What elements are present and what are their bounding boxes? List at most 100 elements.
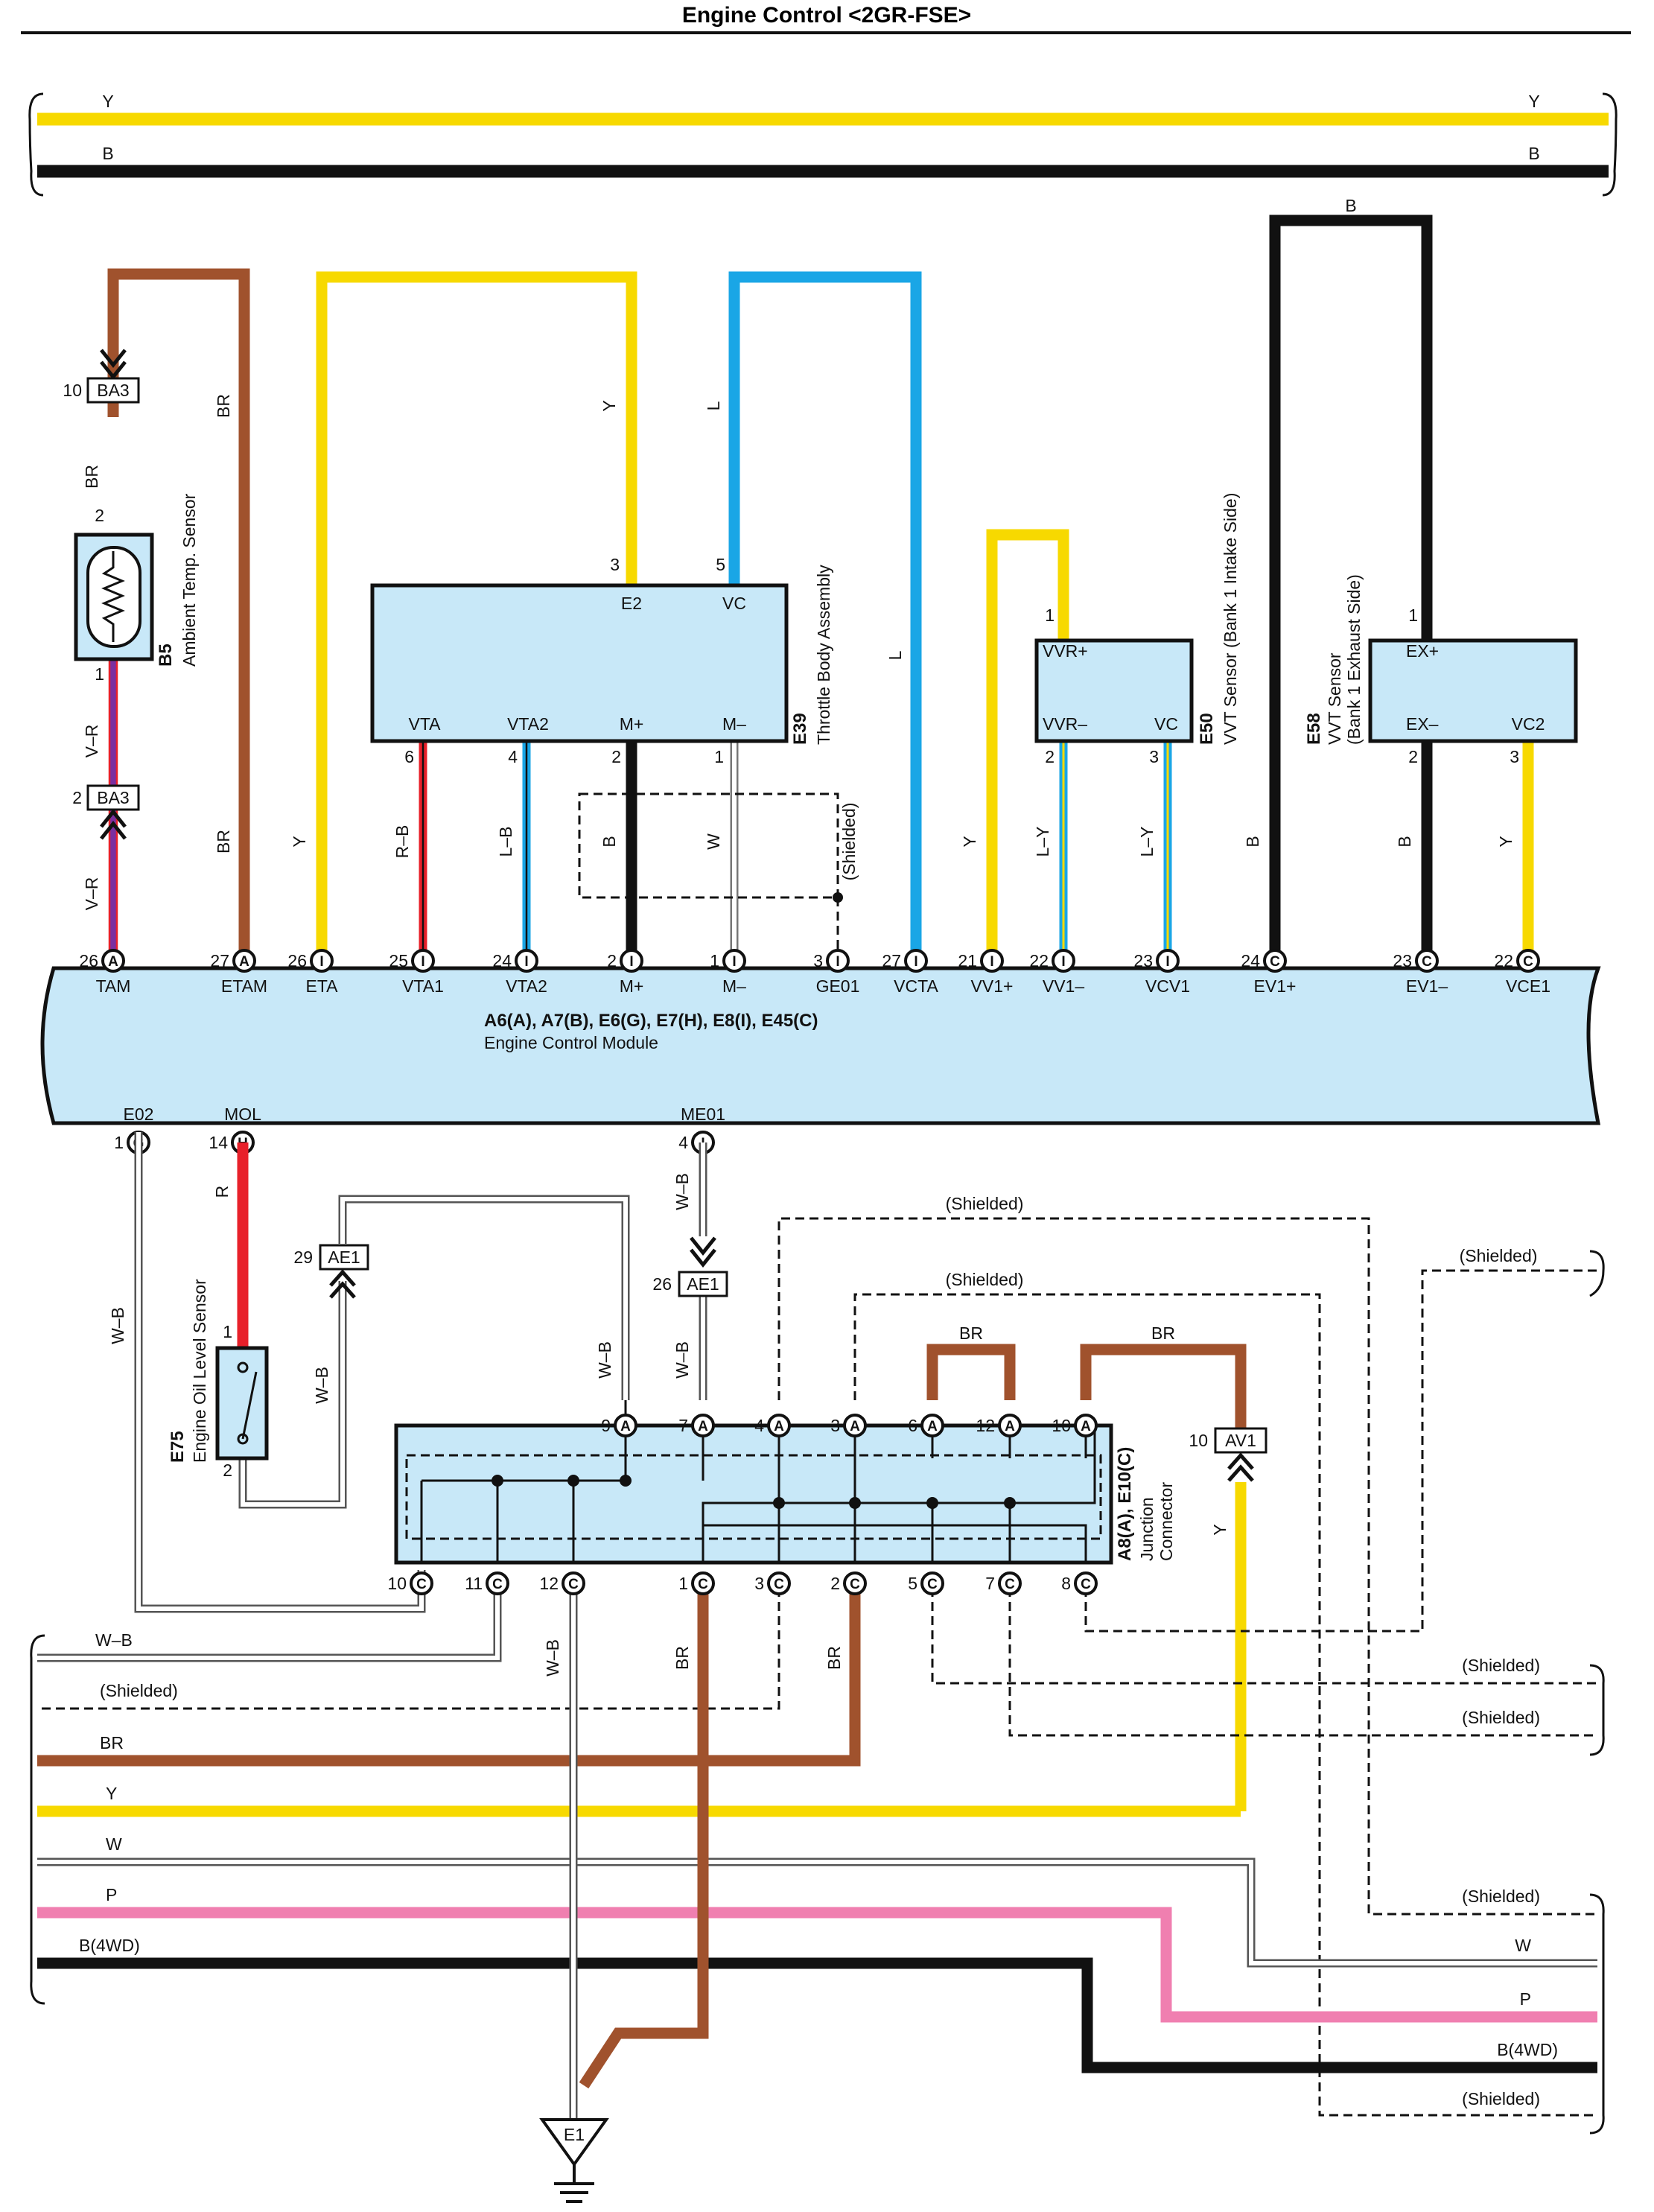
wire-label: B (1243, 836, 1262, 847)
terminal-circle (1074, 1414, 1098, 1437)
svg-text:BA3: BA3 (97, 381, 129, 400)
terminal: A10 (1052, 1414, 1098, 1437)
bus-label: (Shielded) (1462, 2089, 1540, 2108)
lower-wire-labels: R W–B W–B W–B W–B W–B (Shielded) (Shield… (79, 1173, 1558, 2108)
svg-text:EX–: EX– (1406, 714, 1439, 734)
terminal-circle (486, 1571, 509, 1595)
terminal-letter: A (239, 954, 249, 970)
svg-text:2: 2 (1408, 747, 1418, 766)
svg-text:3: 3 (610, 555, 620, 574)
wire-label: BR (672, 1646, 692, 1670)
wire-label: B (1528, 144, 1539, 163)
connector-ae1-26: AE1 26 (652, 1236, 728, 1297)
wire-label: L–Y (1137, 827, 1157, 857)
terminal-number: 7 (985, 1574, 995, 1593)
svg-text:AE1: AE1 (328, 1248, 360, 1267)
e39-name: Throttle Body Assembly (814, 565, 833, 745)
wire-y-eta (316, 271, 637, 961)
terminal-name: ETAM (221, 976, 267, 996)
terminal-number: 9 (601, 1416, 611, 1435)
terminal-letter: C (927, 1577, 938, 1592)
wire-br-j1 (579, 1588, 709, 2089)
terminal-letter: C (1005, 1577, 1015, 1592)
terminal-name: MOL (224, 1105, 261, 1124)
wire-label: V–R (82, 877, 101, 911)
wire-label: Y (290, 836, 309, 847)
terminal-circle (614, 1414, 637, 1437)
wire-label: BR (214, 394, 233, 418)
svg-text:1: 1 (95, 664, 104, 684)
wire-br-loop-2 (1080, 1344, 1247, 1430)
terminal-name: ETA (305, 976, 338, 996)
terminal-circle (843, 1414, 867, 1437)
terminal-number: 7 (678, 1416, 688, 1435)
terminal-letter: I (524, 954, 528, 970)
e50-code: E50 (1197, 713, 1217, 745)
svg-text:29: 29 (293, 1248, 313, 1267)
terminal-number: 8 (1061, 1574, 1071, 1593)
terminal-letter: C (774, 1577, 784, 1592)
wire-wb-e02 (134, 1132, 426, 1613)
terminal-circle (620, 949, 643, 973)
svg-text:2: 2 (223, 1461, 232, 1480)
terminal-number: 3 (813, 951, 823, 970)
svg-text:2: 2 (1045, 747, 1055, 766)
terminal-letter: A (620, 1419, 631, 1434)
terminal-letter: I (421, 954, 424, 970)
terminal-letter: I (914, 954, 917, 970)
terminal-number: 11 (465, 1574, 483, 1593)
svg-text:4: 4 (508, 747, 518, 766)
bus-label: W (1515, 1936, 1531, 1955)
terminal-letter: I (836, 954, 839, 970)
bus-label: W–B (95, 1630, 133, 1650)
bus-label: B(4WD) (79, 1936, 140, 1955)
shield-j3 (853, 1293, 1597, 2117)
svg-text:VTA2: VTA2 (507, 714, 549, 734)
svg-text:AV1: AV1 (1225, 1431, 1256, 1450)
wire-label: V–R (82, 725, 101, 758)
terminal-number: 2 (830, 1574, 840, 1593)
terminal-name: VTA1 (402, 976, 444, 996)
wire-label: L (704, 401, 723, 410)
wire-label: Y (1210, 1524, 1230, 1535)
terminal-letter: I (319, 954, 323, 970)
terminal-name: EV1– (1406, 976, 1448, 996)
wire-label: L–B (496, 827, 515, 857)
ecm-name: Engine Control Module (484, 1033, 658, 1052)
terminal: I1M– (710, 949, 746, 996)
terminal: I2M+ (607, 949, 643, 996)
terminal-circle (980, 949, 1004, 973)
wire-label: W–B (672, 1341, 692, 1379)
bus-label: BR (100, 1733, 124, 1752)
terminal-circle (232, 949, 256, 973)
ecm-bottom-pins: G1E02H14MOLI4ME01 (114, 1105, 725, 1154)
terminal-number: 22 (1029, 951, 1049, 970)
terminal-circle (904, 949, 928, 973)
terminal-letter: I (732, 954, 736, 970)
terminal-number: 12 (539, 1574, 559, 1593)
terminal-letter: C (1422, 954, 1432, 970)
terminal-number: 4 (678, 1133, 688, 1152)
bus-label: (Shielded) (1462, 1708, 1540, 1727)
e58-code: E58 (1304, 713, 1324, 745)
wire-br-j2 (37, 1588, 861, 1767)
bus-label: (Shielded) (100, 1681, 178, 1700)
terminal-letter: A (774, 1419, 784, 1434)
terminal-number: 27 (210, 951, 229, 970)
wire-br-etam (107, 268, 250, 961)
ecm-codes: A6(A), A7(B), E6(G), E7(H), E8(I), E45(C… (484, 1011, 818, 1031)
terminal-name: VV1– (1043, 976, 1084, 996)
wire-label: (Shielded) (946, 1194, 1024, 1213)
wire-label: W–B (543, 1639, 562, 1677)
svg-text:26: 26 (652, 1274, 672, 1294)
wire-label: Y (599, 400, 619, 411)
svg-text:1: 1 (1045, 606, 1055, 625)
e58-body (1368, 638, 1578, 743)
connector-ba3-bottom: BA3 2 (72, 784, 140, 840)
